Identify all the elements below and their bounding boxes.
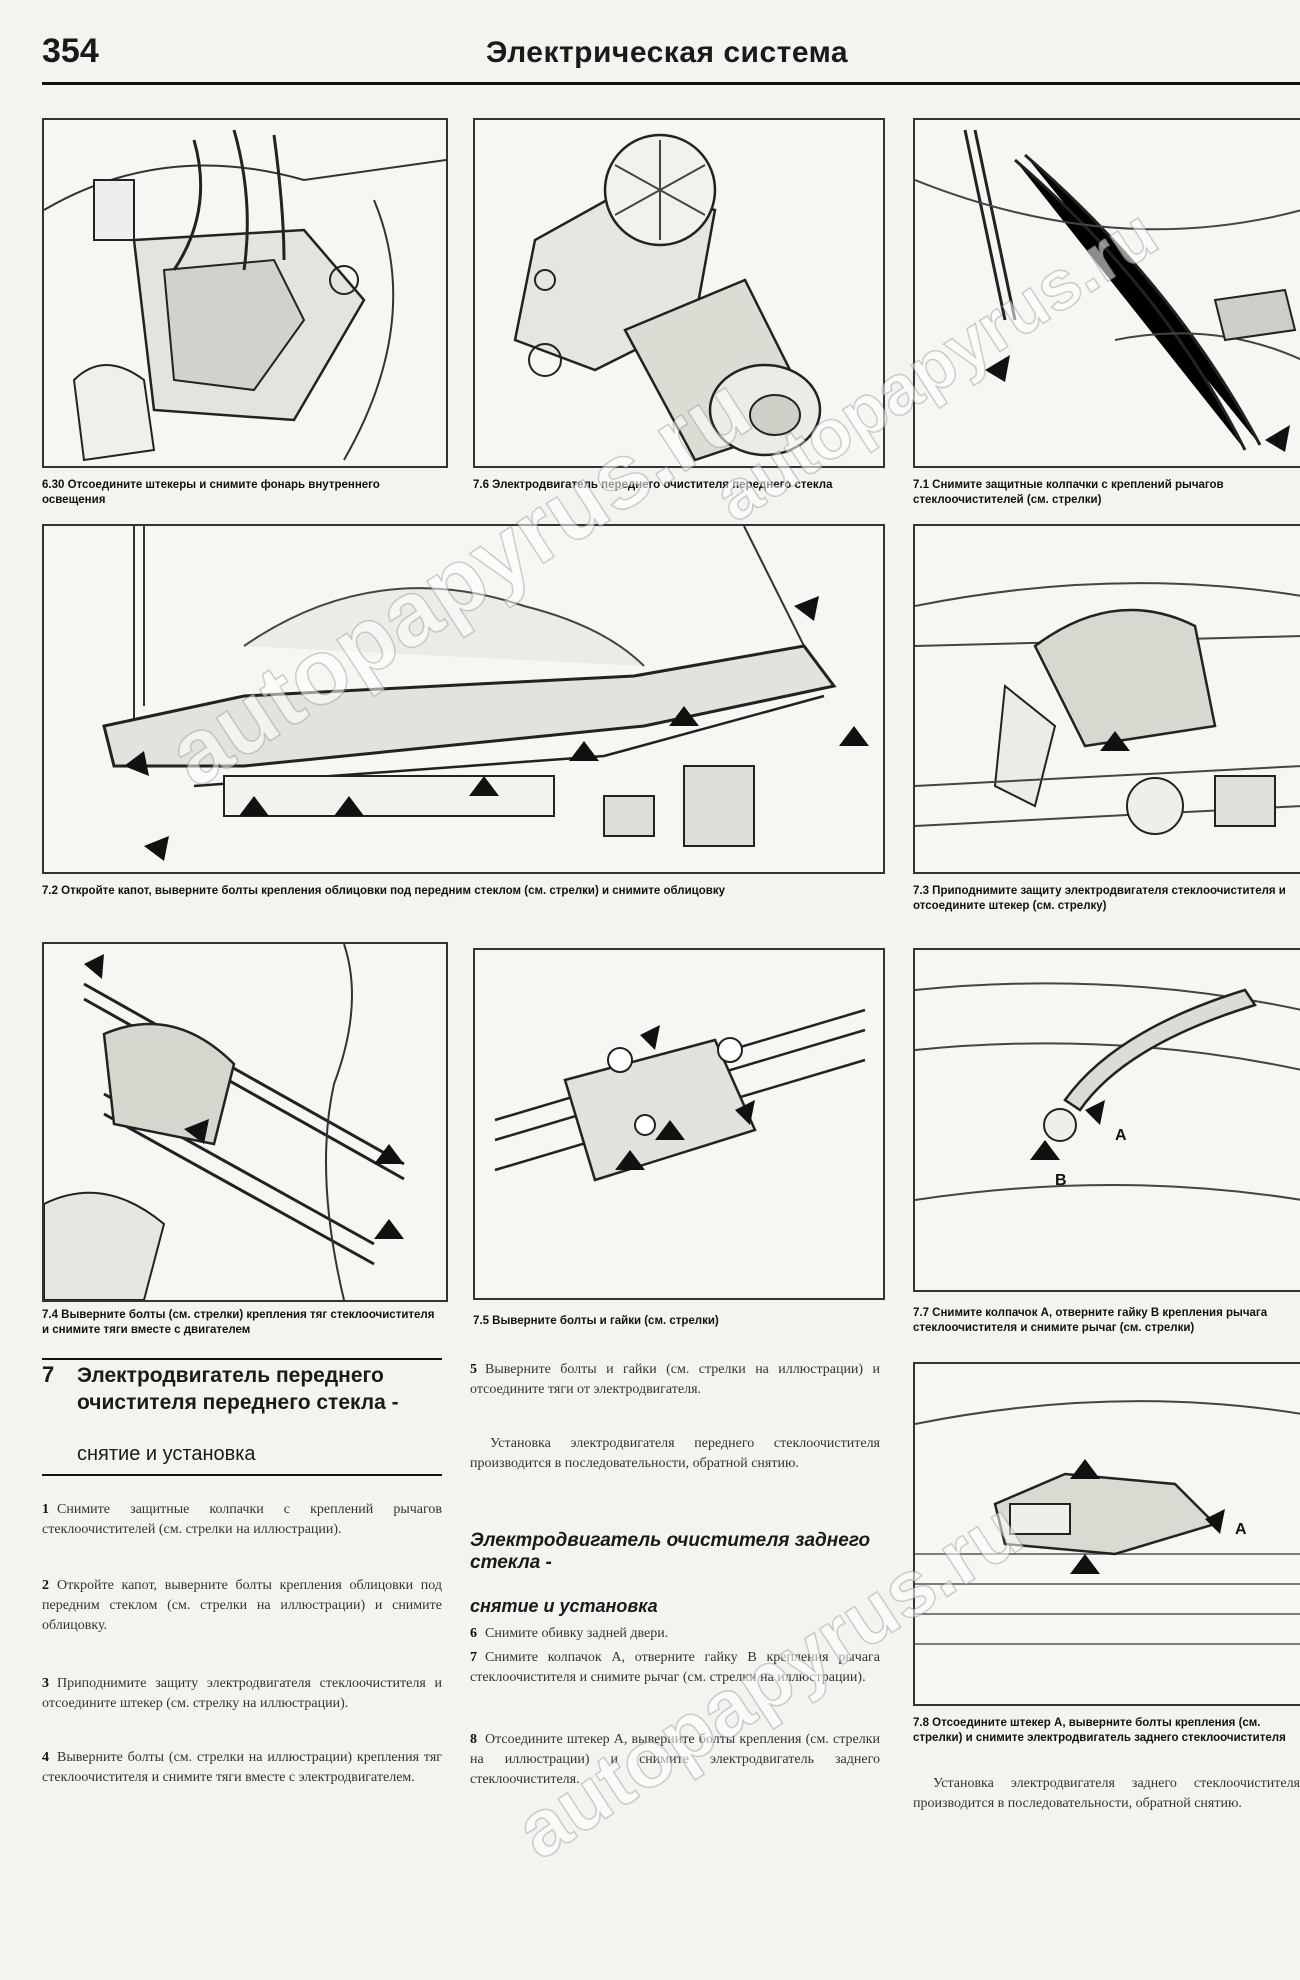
arrow-icon [1030,1140,1060,1160]
arrow-icon [1070,1459,1100,1479]
arrow-icon [669,706,699,726]
arrow-icon [640,1025,660,1050]
arrow-icon [794,596,819,621]
figure-7-3-motor-connector [913,524,1300,874]
arrow-icon [469,776,499,796]
figure-7-8-rear-wiper-motor: A [913,1362,1300,1706]
arrow-icon [615,1150,645,1170]
arrow-icon [1100,731,1130,751]
caption-7-4: 7.4 Выверните болты (см. стрелки) крепле… [42,1309,435,1336]
arrow-icon [374,1144,404,1164]
label-a: A [1115,1127,1127,1144]
arrow-icon [184,1119,209,1144]
rear-section-title: Электродвигатель очистителя заднего стек… [470,1530,871,1573]
header-rule [42,82,1300,85]
arrow-icon [839,726,869,746]
arrow-icon [124,751,149,776]
arrow-icon [1070,1554,1100,1574]
rear-wiper-arm-drawing: A B [915,982,1300,1201]
caption-7-8: 7.8 Отсоедините штекер А, выверните болт… [913,1717,1286,1744]
caption-6-30: 6.30 Отсоедините штекеры и снимите фонар… [42,479,380,506]
rear-section-subtitle: снятие и установка [470,1596,658,1616]
arrow-icon [655,1120,685,1140]
section-rule [42,1474,442,1476]
rear-wiper-motor-drawing: A [915,1400,1300,1645]
section-subtitle: снятие и установка [77,1443,256,1465]
caption-7-7: 7.7 Снимите колпачок А, отверните гайку … [913,1307,1268,1334]
install-note-front: Установка электродвигателя переднего сте… [470,1436,880,1471]
section-title: Электродвигатель переднего очистителя пе… [77,1364,399,1414]
caption-7-1: 7.1 Снимите защитные колпачки с креплени… [913,479,1224,506]
figure-6-30-interior-lamp [42,118,448,468]
figure-7-4-wiper-linkage [42,942,448,1302]
section-number: 7 [42,1362,55,1387]
caption-7-3: 7.3 Приподнимите защиту электродвигателя… [913,885,1286,912]
motor-bolts-drawing [494,1008,866,1182]
caption-7-6: 7.6 Электродвигатель переднего очистител… [473,479,833,491]
figure-7-6-wiper-motor [473,118,885,468]
arrow-icon [334,796,364,816]
arrow-icon [374,1219,404,1239]
figure-7-5-motor-bolts [473,948,885,1300]
arrow-icon [239,796,269,816]
figure-7-1-wiper-caps [913,118,1300,468]
label-a: A [1235,1521,1247,1538]
caption-7-5: 7.5 Выверните болты и гайки (см. стрелки… [473,1315,719,1327]
arrow-icon [569,741,599,761]
wiper-linkage-drawing [44,944,405,1300]
motor-connector-drawing [915,582,1300,835]
arrow-icon [144,836,169,861]
arrow-icon [84,954,104,979]
page-title: Электрическая система [486,36,849,69]
wiper-caps-drawing [915,129,1300,452]
section-top-rule [42,1358,442,1360]
page-number: 354 [42,32,99,70]
label-b: B [1055,1172,1067,1189]
install-note-rear: Установка электродвигателя заднего стекл… [913,1776,1300,1811]
arrow-icon [1205,1509,1225,1534]
wiper-motor-drawing [513,133,822,462]
figure-7-2-cowl-panel [42,524,885,874]
caption-7-2: 7.2 Откройте капот, выверните болты креп… [42,885,725,897]
arrow-icon [1265,425,1290,452]
arrow-icon [1085,1100,1105,1125]
figure-7-7-rear-wiper-arm: A B [913,948,1300,1292]
interior-lamp-drawing [44,129,446,462]
arrow-icon [735,1100,755,1125]
cowl-panel-drawing [102,526,869,861]
arrow-icon [985,355,1010,382]
